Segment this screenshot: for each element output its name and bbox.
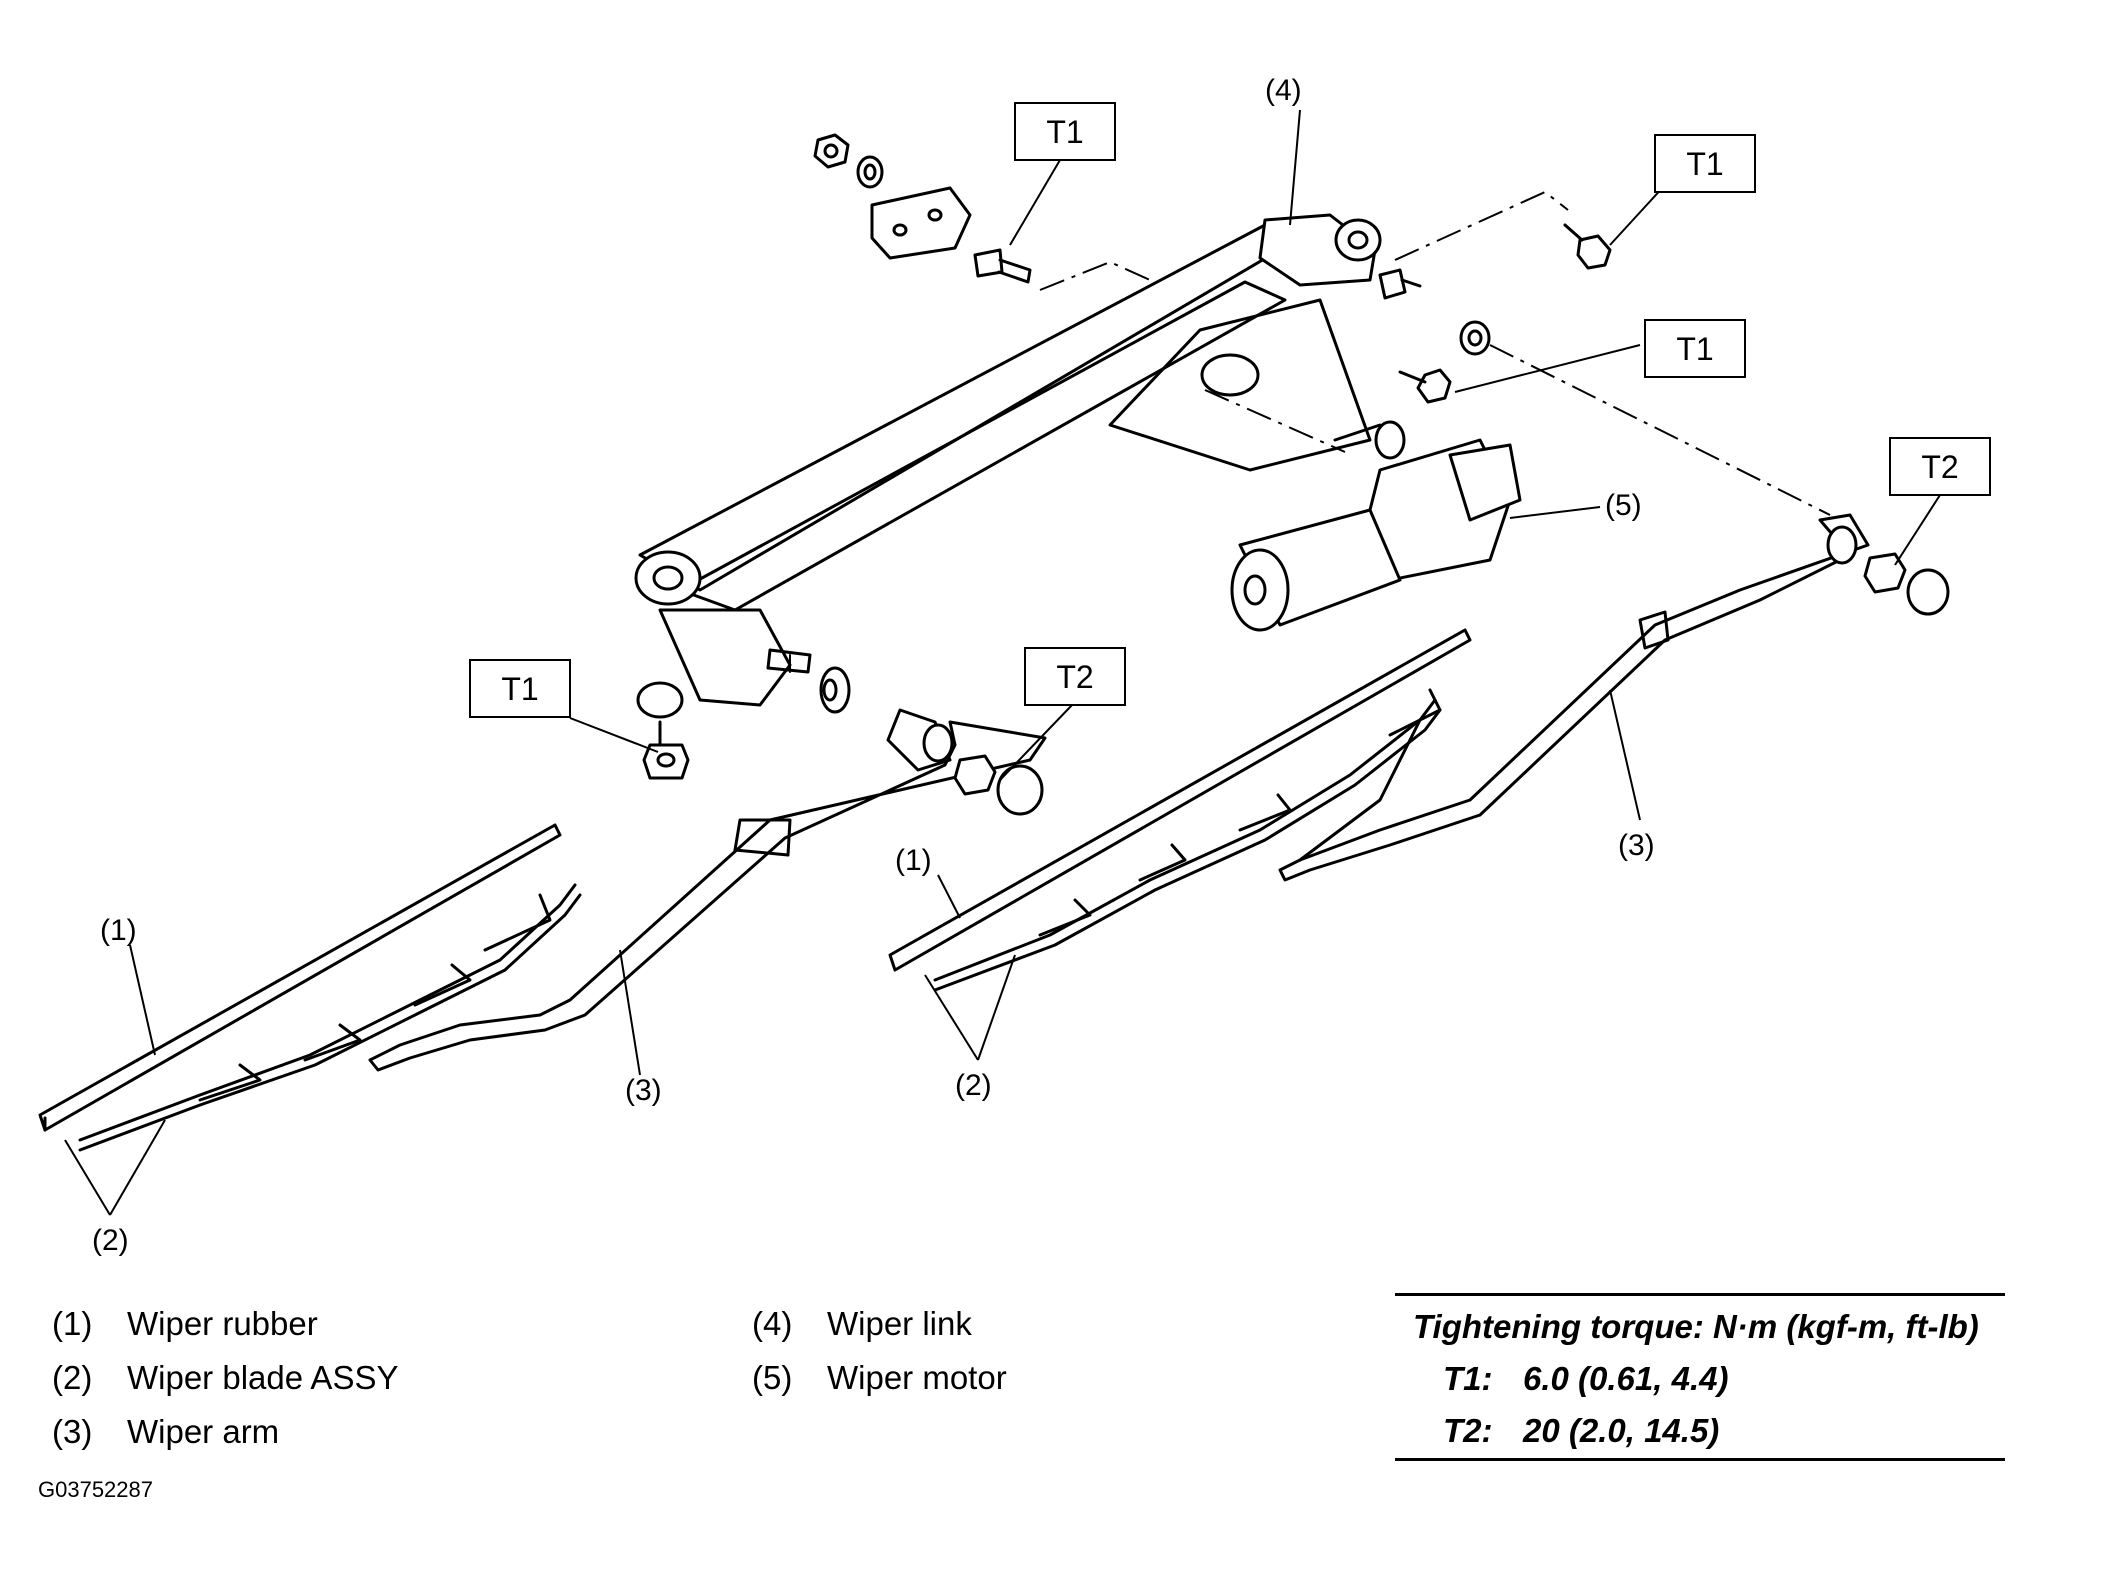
- torque-value: 20 (2.0, 14.5): [1523, 1412, 1720, 1449]
- left-wiper-arm: [368, 720, 1047, 1072]
- svg-text:T1: T1: [501, 671, 538, 707]
- torque-box-t2-right: T2: [1889, 437, 1991, 496]
- wiper-link: [634, 213, 1382, 719]
- legend-label: Wiper arm: [127, 1413, 280, 1450]
- left-arm-nut-cap: [953, 754, 1044, 816]
- svg-text:T1: T1: [1686, 146, 1723, 182]
- leader-lines: [64, 109, 1941, 1216]
- callout-3-right: (3): [1618, 829, 1655, 862]
- torque-box-t1-left: T1: [469, 659, 571, 718]
- legend-number: (5): [752, 1359, 793, 1396]
- legend-label: Wiper link: [827, 1305, 972, 1342]
- wiper-motor: [1230, 420, 1522, 632]
- right-wiper-arm: [1278, 513, 1870, 882]
- upper-bracket-parts: [813, 133, 1032, 284]
- legend-label: Wiper blade ASSY: [127, 1359, 399, 1396]
- left-mounting-nut: [642, 720, 690, 780]
- callout-5: (5): [1605, 489, 1642, 522]
- legend-number: (2): [52, 1359, 93, 1396]
- callout-2-left: (2): [92, 1224, 129, 1257]
- callout-1-mid: (1): [895, 844, 932, 877]
- callout-2-mid: (2): [955, 1069, 992, 1102]
- right-arm-nut-cap: [1863, 552, 1950, 616]
- torque-box-t1-top: T1: [1014, 102, 1116, 161]
- callout-1-left: (1): [100, 914, 137, 947]
- legend-number: (1): [52, 1305, 93, 1342]
- legend-number: (4): [752, 1305, 793, 1342]
- legend-label: Wiper motor: [827, 1359, 1007, 1396]
- figure-code: G03752287: [38, 1477, 153, 1502]
- torque-code: T1:: [1443, 1360, 1493, 1397]
- svg-text:T2: T2: [1921, 449, 1958, 485]
- left-wiper-blade: [38, 823, 582, 1152]
- torque-box-t2-mid: T2: [1024, 647, 1126, 706]
- callout-3-left: (3): [625, 1074, 662, 1107]
- svg-text:T2: T2: [1056, 659, 1093, 695]
- legend-left: (1) Wiper rubber (2) Wiper blade ASSY (3…: [52, 1305, 652, 1465]
- svg-text:T1: T1: [1676, 331, 1713, 367]
- torque-box-t1-right-mid: T1: [1644, 319, 1746, 378]
- legend-label: Wiper rubber: [127, 1305, 318, 1342]
- torque-title: Tightening torque: N·m (kgf-m, ft-lb): [1413, 1308, 1979, 1345]
- callout-4: (4): [1265, 74, 1302, 107]
- torque-box-t1-right-top: T1: [1654, 134, 1756, 193]
- right-wiper-blade: [888, 628, 1472, 992]
- legend-number: (3): [52, 1413, 93, 1450]
- torque-code: T2:: [1443, 1412, 1493, 1449]
- torque-value: 6.0 (0.61, 4.4): [1523, 1360, 1729, 1397]
- svg-text:T1: T1: [1046, 114, 1083, 150]
- tightening-torque-table: Tightening torque: N·m (kgf-m, ft-lb) T1…: [1395, 1293, 2005, 1461]
- right-bolts: [1378, 223, 1612, 404]
- legend-right: (4) Wiper link (5) Wiper motor: [752, 1305, 1252, 1415]
